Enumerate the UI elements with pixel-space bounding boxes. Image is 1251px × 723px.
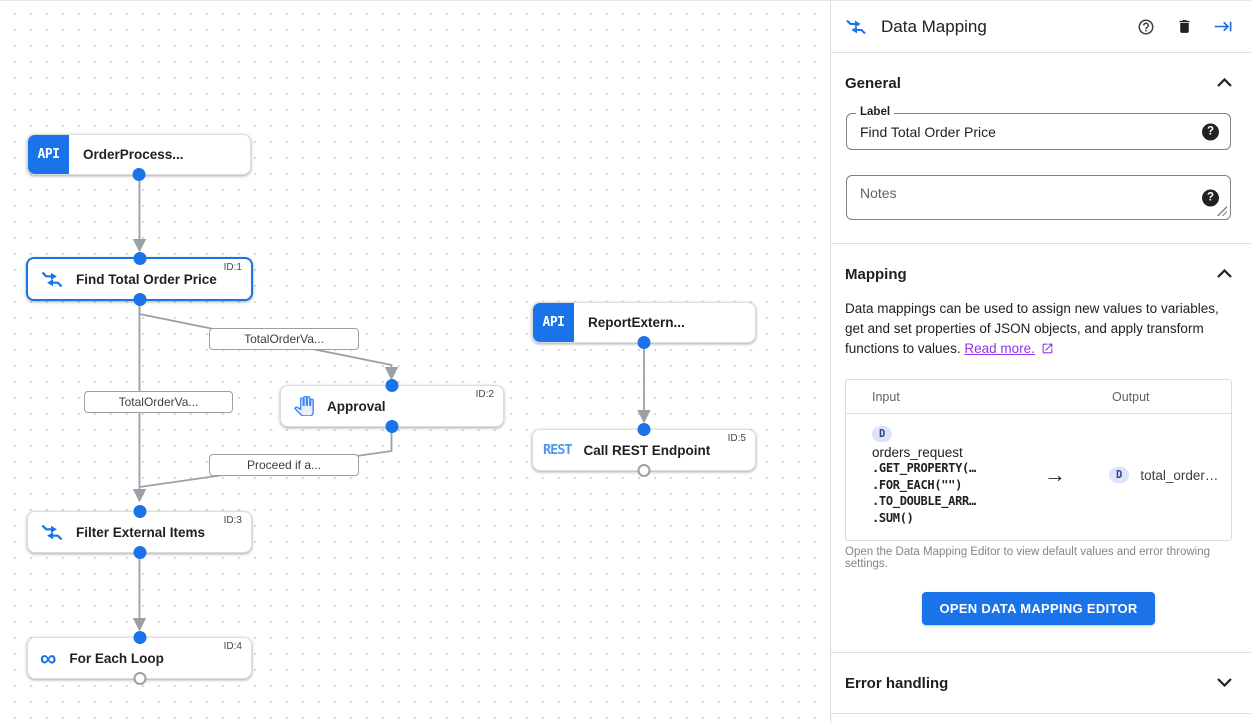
edge-label-proceed-if[interactable]: Proceed if a...: [209, 454, 359, 476]
notes-field[interactable]: ?: [846, 175, 1231, 220]
terminal-dot[interactable]: [637, 464, 651, 477]
hand-approval-icon: [294, 396, 314, 416]
edge-label-total-order-2[interactable]: TotalOrderVa...: [84, 391, 233, 413]
node-approval[interactable]: Approval ID:2: [280, 379, 504, 433]
mapping-description: Data mappings can be used to assign new …: [845, 299, 1232, 359]
mapping-table-row[interactable]: D orders_request .GET_PROPERTY(… .FOR_EA…: [846, 413, 1231, 540]
label-input[interactable]: [860, 123, 1190, 140]
connector-dot[interactable]: [133, 631, 146, 644]
connector-dot[interactable]: [637, 423, 651, 436]
node-filter-external-items[interactable]: Filter External Items ID:3: [27, 505, 252, 559]
node-label: Call REST Endpoint: [583, 442, 711, 458]
node-label: Filter External Items: [76, 524, 206, 540]
mapping-heading: Mapping: [845, 265, 907, 283]
label-field[interactable]: Label ?: [846, 106, 1231, 150]
general-heading: General: [845, 74, 901, 92]
panel-title: Data Mapping: [881, 16, 987, 36]
divider: [831, 713, 1251, 714]
collapse-panel-icon[interactable]: [1214, 17, 1233, 36]
node-for-each-loop[interactable]: ∞ For Each Loop ID:4: [27, 631, 252, 685]
divider: [831, 243, 1251, 244]
mapping-description-text: Data mappings can be used to assign new …: [845, 301, 1219, 356]
node-id-badge: ID:2: [475, 389, 494, 400]
connector-dot[interactable]: [133, 546, 146, 559]
collapse-section-icon[interactable]: [1217, 74, 1232, 92]
expand-section-icon[interactable]: [1217, 674, 1232, 692]
connector-dot[interactable]: [133, 293, 146, 306]
output-var-name: total_order…: [1140, 467, 1219, 483]
node-id-badge: ID:4: [223, 641, 242, 652]
node-id-badge: ID:5: [727, 433, 746, 444]
read-more-link[interactable]: Read more.: [964, 341, 1035, 356]
node-find-total-order-price[interactable]: Find Total Order Price ID:1: [26, 252, 253, 306]
input-var-type-badge: D: [872, 426, 893, 442]
data-mapping-icon: [41, 271, 63, 288]
input-function: .TO_DOUBLE_ARR…: [872, 494, 976, 508]
input-function: .SUM(): [872, 510, 914, 525]
node-id-badge: ID:3: [223, 515, 242, 526]
connector-dot[interactable]: [385, 420, 399, 433]
open-data-mapping-editor-button[interactable]: OPEN DATA MAPPING EDITOR: [922, 592, 1155, 625]
collapse-section-icon[interactable]: [1217, 265, 1232, 283]
connector-dot[interactable]: [385, 379, 399, 392]
node-report-extern-trigger[interactable]: API ReportExtern...: [532, 302, 756, 349]
section-mapping: Mapping Data mappings can be used to ass…: [831, 244, 1251, 652]
loop-icon: ∞: [40, 644, 57, 671]
config-panel: Data Mapping General: [830, 1, 1251, 723]
input-function: .GET_PROPERTY(…: [872, 461, 976, 475]
api-trigger-icon: API: [28, 135, 69, 174]
output-var-type-badge: D: [1109, 467, 1130, 483]
connector-dot[interactable]: [133, 505, 146, 518]
edge-label-total-order-1[interactable]: TotalOrderVa...: [209, 328, 359, 350]
node-label: For Each Loop: [69, 650, 164, 666]
node-label: OrderProcess...: [83, 147, 184, 162]
node-call-rest-endpoint[interactable]: REST Call REST Endpoint ID:5: [532, 423, 756, 477]
mapping-output-cell: D total_order…: [1084, 424, 1231, 526]
connector-dot[interactable]: [132, 168, 146, 181]
mapping-input-cell: D orders_request .GET_PROPERTY(… .FOR_EA…: [846, 424, 1026, 526]
mapping-table-header: Input Output: [846, 380, 1231, 413]
node-label: Approval: [327, 398, 386, 414]
error-handling-heading: Error handling: [845, 674, 949, 692]
flow-edges: [132, 181, 651, 632]
divider: [831, 652, 1251, 653]
data-mapping-icon: [846, 19, 866, 35]
api-trigger-icon: API: [533, 303, 574, 342]
data-mapping-icon: [41, 524, 63, 541]
input-column-header: Input: [872, 389, 900, 404]
node-order-process-trigger[interactable]: API OrderProcess...: [27, 134, 251, 181]
panel-header: Data Mapping: [831, 1, 1251, 53]
mapping-table[interactable]: Input Output D orders_request .GET_PROPE…: [845, 379, 1232, 541]
resize-handle-icon[interactable]: [1217, 206, 1227, 216]
delete-task-icon[interactable]: [1176, 18, 1193, 35]
rest-task-icon: REST: [543, 442, 572, 458]
connector-dot[interactable]: [637, 336, 651, 349]
notes-help-icon[interactable]: ?: [1202, 189, 1219, 206]
section-error-handling[interactable]: Error handling: [831, 653, 1251, 713]
node-label: Find Total Order Price: [76, 271, 217, 287]
help-icon[interactable]: [1137, 18, 1155, 36]
label-help-icon[interactable]: ?: [1202, 123, 1219, 140]
connector-dot[interactable]: [133, 252, 146, 265]
node-label: ReportExtern...: [588, 315, 685, 330]
section-general: General Label ? ?: [831, 53, 1251, 243]
mapping-arrow: →: [1044, 462, 1066, 487]
notes-input[interactable]: [860, 185, 1190, 217]
input-function: .FOR_EACH(""): [872, 477, 963, 492]
node-id-badge: ID:1: [223, 262, 242, 273]
output-column-header: Output: [1112, 389, 1150, 404]
terminal-dot[interactable]: [133, 672, 146, 685]
input-var-name: orders_request: [872, 445, 963, 460]
workflow-canvas[interactable]: TotalOrderVa... TotalOrderVa... Proceed …: [0, 1, 830, 723]
external-link-icon: [1042, 343, 1053, 354]
label-field-label: Label: [856, 106, 895, 118]
mapping-caption: Open the Data Mapping Editor to view def…: [845, 546, 1211, 570]
